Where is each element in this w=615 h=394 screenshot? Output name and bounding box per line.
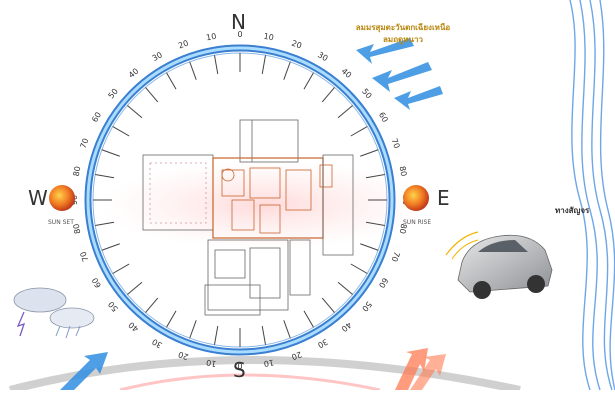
west-label: W	[28, 186, 48, 210]
compass-degree-label: 0	[237, 361, 242, 370]
wind-note-line1: ลมมรสุมตะวันตกเฉียงเหนือ	[355, 23, 451, 32]
compass-degree-label: 40	[340, 66, 354, 79]
compass-tick	[283, 320, 291, 339]
compass-degree-label: 10	[263, 358, 275, 369]
compass-tick	[365, 221, 385, 227]
compass-degree-label: 20	[290, 39, 303, 51]
compass-degree-label: 20	[177, 350, 190, 362]
compass-tick	[261, 55, 267, 75]
sunset-sun-icon	[49, 185, 75, 211]
side-label: ทางสัญจร	[555, 206, 590, 215]
compass-degree-label: 40	[127, 66, 141, 79]
compass-tick	[95, 221, 115, 227]
compass-degree-label: 30	[151, 50, 164, 63]
compass-tick	[350, 126, 368, 137]
compass-tick	[127, 105, 143, 119]
compass-tick	[101, 149, 120, 157]
compass-tick	[112, 126, 130, 137]
cold-wind-arrows-icon	[356, 38, 443, 110]
storm-cloud-icon	[13, 287, 95, 339]
compass-tick	[360, 243, 379, 251]
compass-tick	[321, 87, 335, 103]
compass-degree-label: 80	[398, 223, 409, 235]
compass-tick	[112, 263, 130, 274]
wind-note: ลมมรสุมตะวันตกเฉียงเหนือ ลมฤดูหนาว	[348, 22, 458, 46]
compass-degree-label: 40	[127, 320, 141, 333]
compass-degree-label: 30	[316, 337, 329, 350]
compass-tick	[350, 263, 368, 274]
compass-tick	[303, 72, 314, 90]
compass-degree-label: 80	[72, 223, 83, 235]
compass-tick	[166, 72, 177, 90]
compass-degree-label: 60	[377, 111, 390, 124]
compass-tick	[213, 325, 219, 345]
sunrise-label: SUN RISE	[403, 219, 432, 226]
compass-tick	[189, 320, 197, 339]
compass-degree-label: 60	[90, 276, 103, 289]
compass-degree-label: 70	[390, 250, 402, 263]
compass-degree-label: 30	[316, 50, 329, 63]
compass-tick	[283, 61, 291, 80]
compass-degree-label: 20	[177, 39, 190, 51]
compass-tick	[360, 149, 379, 157]
compass-degree-label: 70	[390, 137, 402, 150]
compass-tick	[261, 325, 267, 345]
compass-tick	[166, 310, 177, 328]
compass-degree-label: 50	[106, 87, 119, 101]
compass-degree-label: 80	[72, 165, 83, 177]
compass-tick	[213, 55, 219, 75]
compass-degree-label: 50	[106, 300, 119, 314]
compass-degree-label: 40	[340, 320, 354, 333]
wind-note-line2: ลมฤดูหนาว	[383, 35, 423, 44]
compass-degree-label: 70	[79, 137, 91, 150]
compass-degree-label: 30	[151, 337, 164, 350]
sunrise-sun-icon	[403, 185, 429, 211]
compass-tick	[101, 243, 120, 251]
compass-tick	[189, 61, 197, 80]
compass-degree-label: 20	[290, 350, 303, 362]
compass-tick	[145, 297, 159, 313]
east-label: E	[437, 186, 450, 210]
compass-tick	[337, 105, 353, 119]
compass-degree-label: 60	[377, 276, 390, 289]
compass-tick	[127, 281, 143, 295]
compass-degree-label: 10	[205, 358, 217, 369]
compass-tick	[337, 281, 353, 295]
compass-degree-label: 10	[263, 32, 275, 43]
compass-degree-label: 50	[360, 87, 373, 101]
bottom-wind-arrows-icon	[60, 348, 446, 390]
compass-degree-label: 10	[205, 32, 217, 43]
compass-degree-label: 50	[360, 300, 373, 314]
compass-tick	[303, 310, 314, 328]
compass-degree-label: 80	[398, 165, 409, 177]
south-label: S	[233, 358, 246, 382]
compass-tick	[145, 87, 159, 103]
compass-ticks	[93, 53, 387, 347]
sunset-label: SUN SET	[48, 219, 74, 226]
car-icon	[445, 231, 553, 299]
compass-degree-label: 70	[79, 250, 91, 263]
decorative-waves	[569, 0, 615, 391]
compass-tick	[95, 173, 115, 179]
compass-degree-label: 0	[237, 30, 242, 39]
compass-tick	[321, 297, 335, 313]
compass-tick	[365, 173, 385, 179]
compass-degree-label: 60	[90, 111, 103, 124]
floor-plan	[142, 119, 354, 316]
north-label: N	[231, 10, 246, 34]
